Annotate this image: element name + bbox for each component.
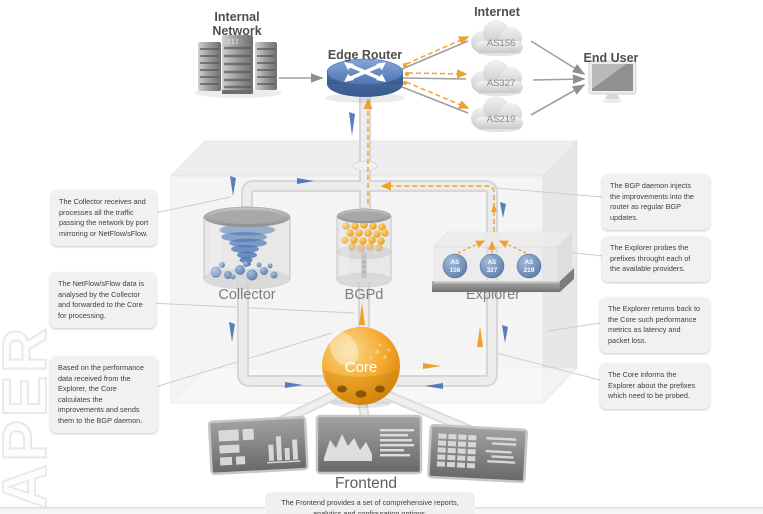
collector-vortex [219, 224, 275, 267]
callout-core-informs: The Core informs the Explorer about the … [600, 363, 710, 409]
bgp-route-dots [402, 62, 497, 212]
end-user-label: End User [584, 51, 639, 65]
server-tower-icon [198, 42, 221, 91]
internal-network-icon [194, 35, 282, 98]
as-sphere-label: AS [525, 260, 533, 266]
as-sphere-label: AS [451, 260, 459, 266]
explorer-icon: AS 156 AS 327 AS 219 [432, 231, 574, 292]
as-sphere-label: AS [488, 260, 496, 266]
explorer-as-sphere: AS 327 [479, 253, 505, 279]
internal-network-label-line2: Network [212, 24, 261, 38]
internal-network-label-line1: Internal [214, 10, 259, 24]
end-user-icon [588, 60, 637, 103]
explorer-label: Explorer [466, 287, 520, 303]
explorer-as-sphere: AS 156 [442, 253, 468, 279]
frontend-screens [207, 414, 528, 484]
callout-explorer-probes: The Explorer probes the prefixes through… [602, 236, 710, 282]
as-cloud-icon: AS327 [471, 60, 523, 96]
edge-router-label: Edge Router [328, 48, 402, 62]
callout-bgp-injects: The BGP daemon injects the improvements … [602, 174, 710, 231]
collector-packets [210, 261, 278, 281]
table-screen-icon [427, 423, 528, 484]
explorer-probe-arrows [457, 240, 527, 254]
analytics-screen-icon [315, 414, 423, 475]
as-cloud-icon: AS219 [471, 96, 523, 132]
collector-label: Collector [218, 287, 275, 303]
collector-icon [203, 206, 291, 290]
callout-explorer-returns: The Explorer returns back to the Core su… [600, 297, 710, 354]
as-sphere-number: 327 [487, 267, 498, 274]
dashboard-screen-icon [207, 415, 309, 476]
server-tower-icon [222, 35, 253, 94]
as-sphere-number: 156 [450, 267, 461, 274]
callout-netflow-analysed: The NetFlow/sFlow data is analysed by th… [50, 272, 156, 329]
internet-clouds: AS156 AS327 AS219 [471, 20, 523, 132]
diagram-labels: Internal Network Edge Router Internet En… [212, 5, 638, 492]
server-tower-icon [255, 42, 277, 90]
core-label: Core [345, 359, 378, 376]
network-links [279, 40, 586, 116]
cloud-label: AS156 [487, 38, 516, 49]
as-cloud-icon: AS156 [471, 20, 523, 56]
cloud-label: AS327 [487, 78, 516, 89]
frontend-label: Frontend [335, 475, 397, 492]
router-cross-arrows-icon [344, 62, 386, 82]
callout-collector-receives: The Collector receives and processes all… [51, 190, 157, 247]
flow-direction-markers [229, 112, 508, 389]
edge-router-icon [325, 58, 405, 103]
bgpd-icon [336, 207, 392, 288]
bgpd-label: BGPd [345, 287, 384, 303]
bgp-update-routes [363, 36, 495, 232]
callout-core-calculates: Based on the performance data received f… [50, 356, 158, 434]
as-sphere-number: 219 [524, 267, 535, 274]
cloud-label: AS219 [487, 114, 516, 125]
core-icon: Core [322, 327, 400, 408]
explorer-as-sphere: AS 219 [516, 253, 542, 279]
frontend-note: The Frontend provides a set of comprehen… [265, 492, 475, 514]
internet-label: Internet [474, 5, 521, 19]
